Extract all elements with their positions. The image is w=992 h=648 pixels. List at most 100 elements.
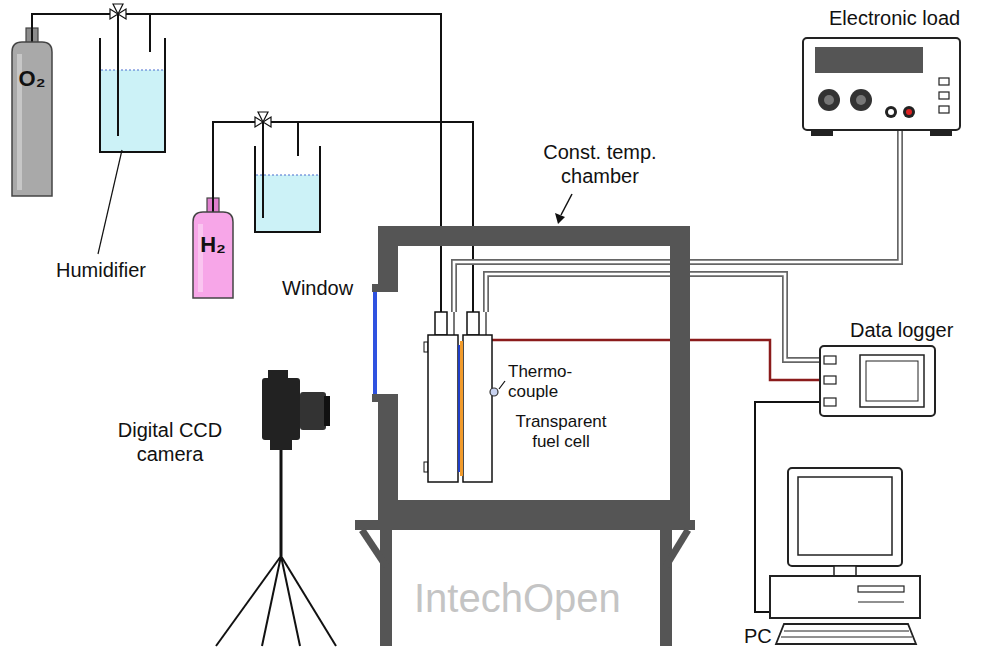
inlet-tube xyxy=(117,14,119,136)
drive-slot xyxy=(858,586,904,592)
keyboard-keys xyxy=(781,637,912,638)
monitor-screen xyxy=(798,477,892,555)
chamber-wall xyxy=(378,226,690,246)
connector-line xyxy=(213,122,473,312)
camera-lens-front xyxy=(324,396,330,426)
chamber-wall xyxy=(670,226,690,520)
part-label: Humidifier xyxy=(56,258,146,282)
chamber-wall xyxy=(378,396,398,520)
node-label: Electronic load xyxy=(829,6,960,30)
tripod-head xyxy=(270,440,292,450)
gas-cylinder: H₂ xyxy=(193,212,233,298)
load-button xyxy=(939,92,949,99)
water-level xyxy=(101,69,164,70)
tripod-pole xyxy=(280,448,283,556)
humidifier-beaker xyxy=(100,38,165,152)
cell-lead xyxy=(453,312,455,335)
monitor-stand xyxy=(834,566,856,576)
monitor xyxy=(788,468,902,566)
tripod-leg xyxy=(281,556,300,646)
node-label: Transparent fuel cell xyxy=(506,412,616,453)
membrane-electrode xyxy=(460,341,463,476)
table-strut xyxy=(666,530,688,566)
node-label: H₂ xyxy=(193,232,233,258)
gas-diffusion-layer xyxy=(458,345,460,472)
gas-connector xyxy=(467,312,479,335)
gas-pipe xyxy=(213,122,473,312)
gas-cylinder-outline xyxy=(12,42,52,196)
water-level xyxy=(256,174,319,175)
connector-line xyxy=(32,14,441,312)
electronic-load-outline xyxy=(803,38,960,130)
load-knob xyxy=(818,89,840,111)
cell-lead xyxy=(485,312,487,335)
fuel-cell-outline xyxy=(428,312,492,482)
humidifier-water xyxy=(101,70,164,151)
gas-cylinder-body xyxy=(193,212,233,298)
drive-slot xyxy=(858,601,904,602)
electronic-load: Electronic load xyxy=(803,38,960,130)
chamber-wall xyxy=(378,226,398,290)
table-leg xyxy=(380,530,392,646)
logger-screen xyxy=(860,355,924,407)
gas-connector xyxy=(435,312,447,335)
load-foot xyxy=(930,130,952,136)
leader-line xyxy=(499,381,505,389)
watermark: IntechOpen xyxy=(414,574,621,622)
tripod-leg xyxy=(262,556,281,646)
table-top xyxy=(355,520,695,530)
window-frame xyxy=(372,284,398,292)
personal-computer-outline xyxy=(770,468,920,646)
keyboard-keys xyxy=(784,631,909,632)
node-label: Data logger xyxy=(850,318,953,342)
computer-unit xyxy=(770,576,920,618)
load-case xyxy=(803,38,960,130)
load-display xyxy=(815,47,923,73)
table-strut xyxy=(362,530,386,566)
load-terminal-hole xyxy=(906,109,912,115)
data-logger-outline xyxy=(820,346,935,416)
load-knob xyxy=(850,89,872,111)
keyboard xyxy=(776,624,916,644)
logger-case xyxy=(820,346,935,416)
table-leg xyxy=(660,530,672,646)
camera-top xyxy=(268,370,288,380)
gas-pipe xyxy=(32,14,441,312)
cathode-plate xyxy=(463,335,492,482)
humidifier-water xyxy=(256,175,319,231)
data-logger: Data logger xyxy=(820,346,935,416)
valve-handle xyxy=(113,4,123,14)
logger-input-jack xyxy=(824,356,836,364)
outlet-tube xyxy=(149,14,151,52)
load-knob-center xyxy=(856,95,866,105)
outlet-tube xyxy=(297,122,299,156)
personal-computer: PC xyxy=(770,468,920,646)
gas-cylinder: O₂ xyxy=(12,42,52,196)
logger-input-jack xyxy=(824,376,836,384)
load-foot xyxy=(811,130,833,136)
leader-line xyxy=(561,194,572,215)
load-knob-center xyxy=(824,95,834,105)
window-glass xyxy=(373,292,377,394)
thermocouple-tip xyxy=(490,388,498,396)
node-label: Const. temp. chamber xyxy=(535,140,665,188)
part-label: Thermo- couple xyxy=(508,362,580,403)
logger-screen-inner xyxy=(866,361,918,401)
camera-lens xyxy=(300,392,326,430)
inlet-tube xyxy=(262,122,264,218)
valve-handle xyxy=(258,112,268,122)
load-button xyxy=(939,78,949,85)
node-label: O₂ xyxy=(12,66,52,92)
logger-input-jack xyxy=(824,398,836,406)
load-terminal-hole xyxy=(888,109,894,115)
chamber-wall xyxy=(378,500,690,520)
tripod-leg xyxy=(216,556,281,646)
load-button xyxy=(939,106,949,113)
load-terminal xyxy=(885,106,897,118)
leader-arrowhead xyxy=(555,213,565,224)
node-label: PC xyxy=(744,624,772,648)
camera-body xyxy=(262,378,300,440)
gas-cylinder-body xyxy=(12,42,52,196)
part-label: Window xyxy=(282,276,353,300)
